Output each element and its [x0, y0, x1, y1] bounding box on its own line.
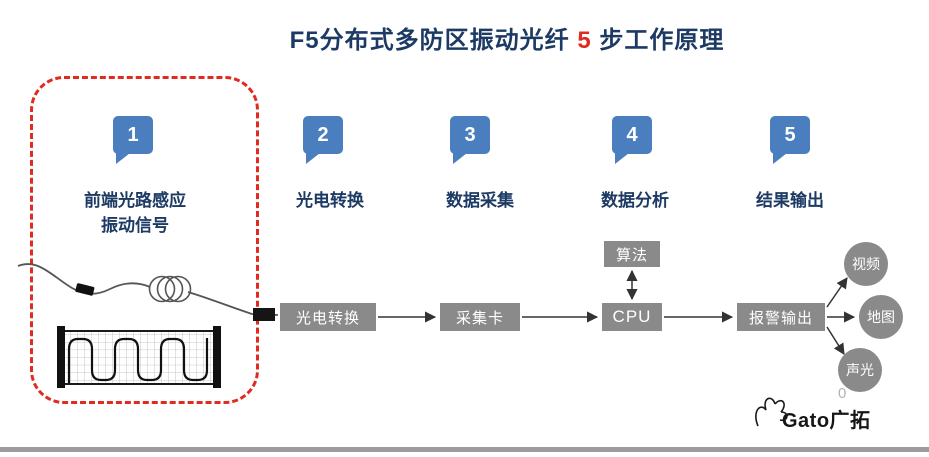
step-badge-4: 4: [612, 116, 652, 164]
badge-tail: [773, 153, 787, 164]
step-label-line1: 光电转换: [296, 191, 364, 210]
output-circle-video: 视频: [844, 242, 888, 286]
stray-number: 0: [838, 385, 847, 402]
bottom-divider: [0, 447, 929, 452]
badge-tail: [453, 153, 467, 164]
title-suffix: 步工作原理: [591, 27, 725, 54]
flow-box-optoelectronic-conversion: 光电转换: [280, 303, 376, 331]
step-label-line1: 结果输出: [756, 191, 824, 210]
step-label-line1: 前端光路感应: [84, 191, 186, 210]
flow-box-algorithm: 算法: [604, 241, 660, 267]
step-label-5: 结果输出: [710, 188, 870, 213]
badge-tail: [615, 153, 629, 164]
output-circle-sound-light: 声光: [838, 348, 882, 392]
step-label-2: 光电转换: [250, 188, 410, 213]
step-label-1: 前端光路感应 振动信号: [55, 188, 215, 238]
flow-box-alarm-output: 报警输出: [737, 303, 825, 331]
step-badge-2: 2: [303, 116, 343, 164]
page-title: F5分布式多防区振动光纤 5 步工作原理: [0, 20, 929, 55]
badge-tail: [116, 153, 130, 164]
arrow-alarm-to-sound: [826, 326, 845, 355]
output-circle-map: 地图: [859, 295, 903, 339]
step-label-line2: 振动信号: [101, 216, 169, 235]
brand-logo-text: Gato广拓: [782, 410, 871, 432]
step-number: 1: [127, 123, 139, 146]
step-number: 2: [317, 123, 329, 146]
front-end-zone-dashed-border: [30, 76, 259, 404]
step-label-line1: 数据分析: [601, 191, 669, 210]
step-badge-1: 1: [113, 116, 153, 164]
title-step-count: 5: [577, 27, 592, 54]
flow-box-acquisition-card: 采集卡: [440, 303, 520, 331]
step-label-3: 数据采集: [400, 188, 560, 213]
title-main: F5分布式多防区振动光纤: [289, 27, 578, 54]
step-badge-5: 5: [770, 116, 810, 164]
arrow-alarm-to-video: [826, 277, 848, 308]
step-number: 5: [784, 123, 796, 146]
flow-box-cpu: CPU: [602, 303, 662, 331]
step-badge-3: 3: [450, 116, 490, 164]
step-number: 4: [626, 123, 638, 146]
step-number: 3: [464, 123, 476, 146]
badge-tail: [306, 153, 320, 164]
step-label-4: 数据分析: [555, 188, 715, 213]
step-label-line1: 数据采集: [446, 191, 514, 210]
